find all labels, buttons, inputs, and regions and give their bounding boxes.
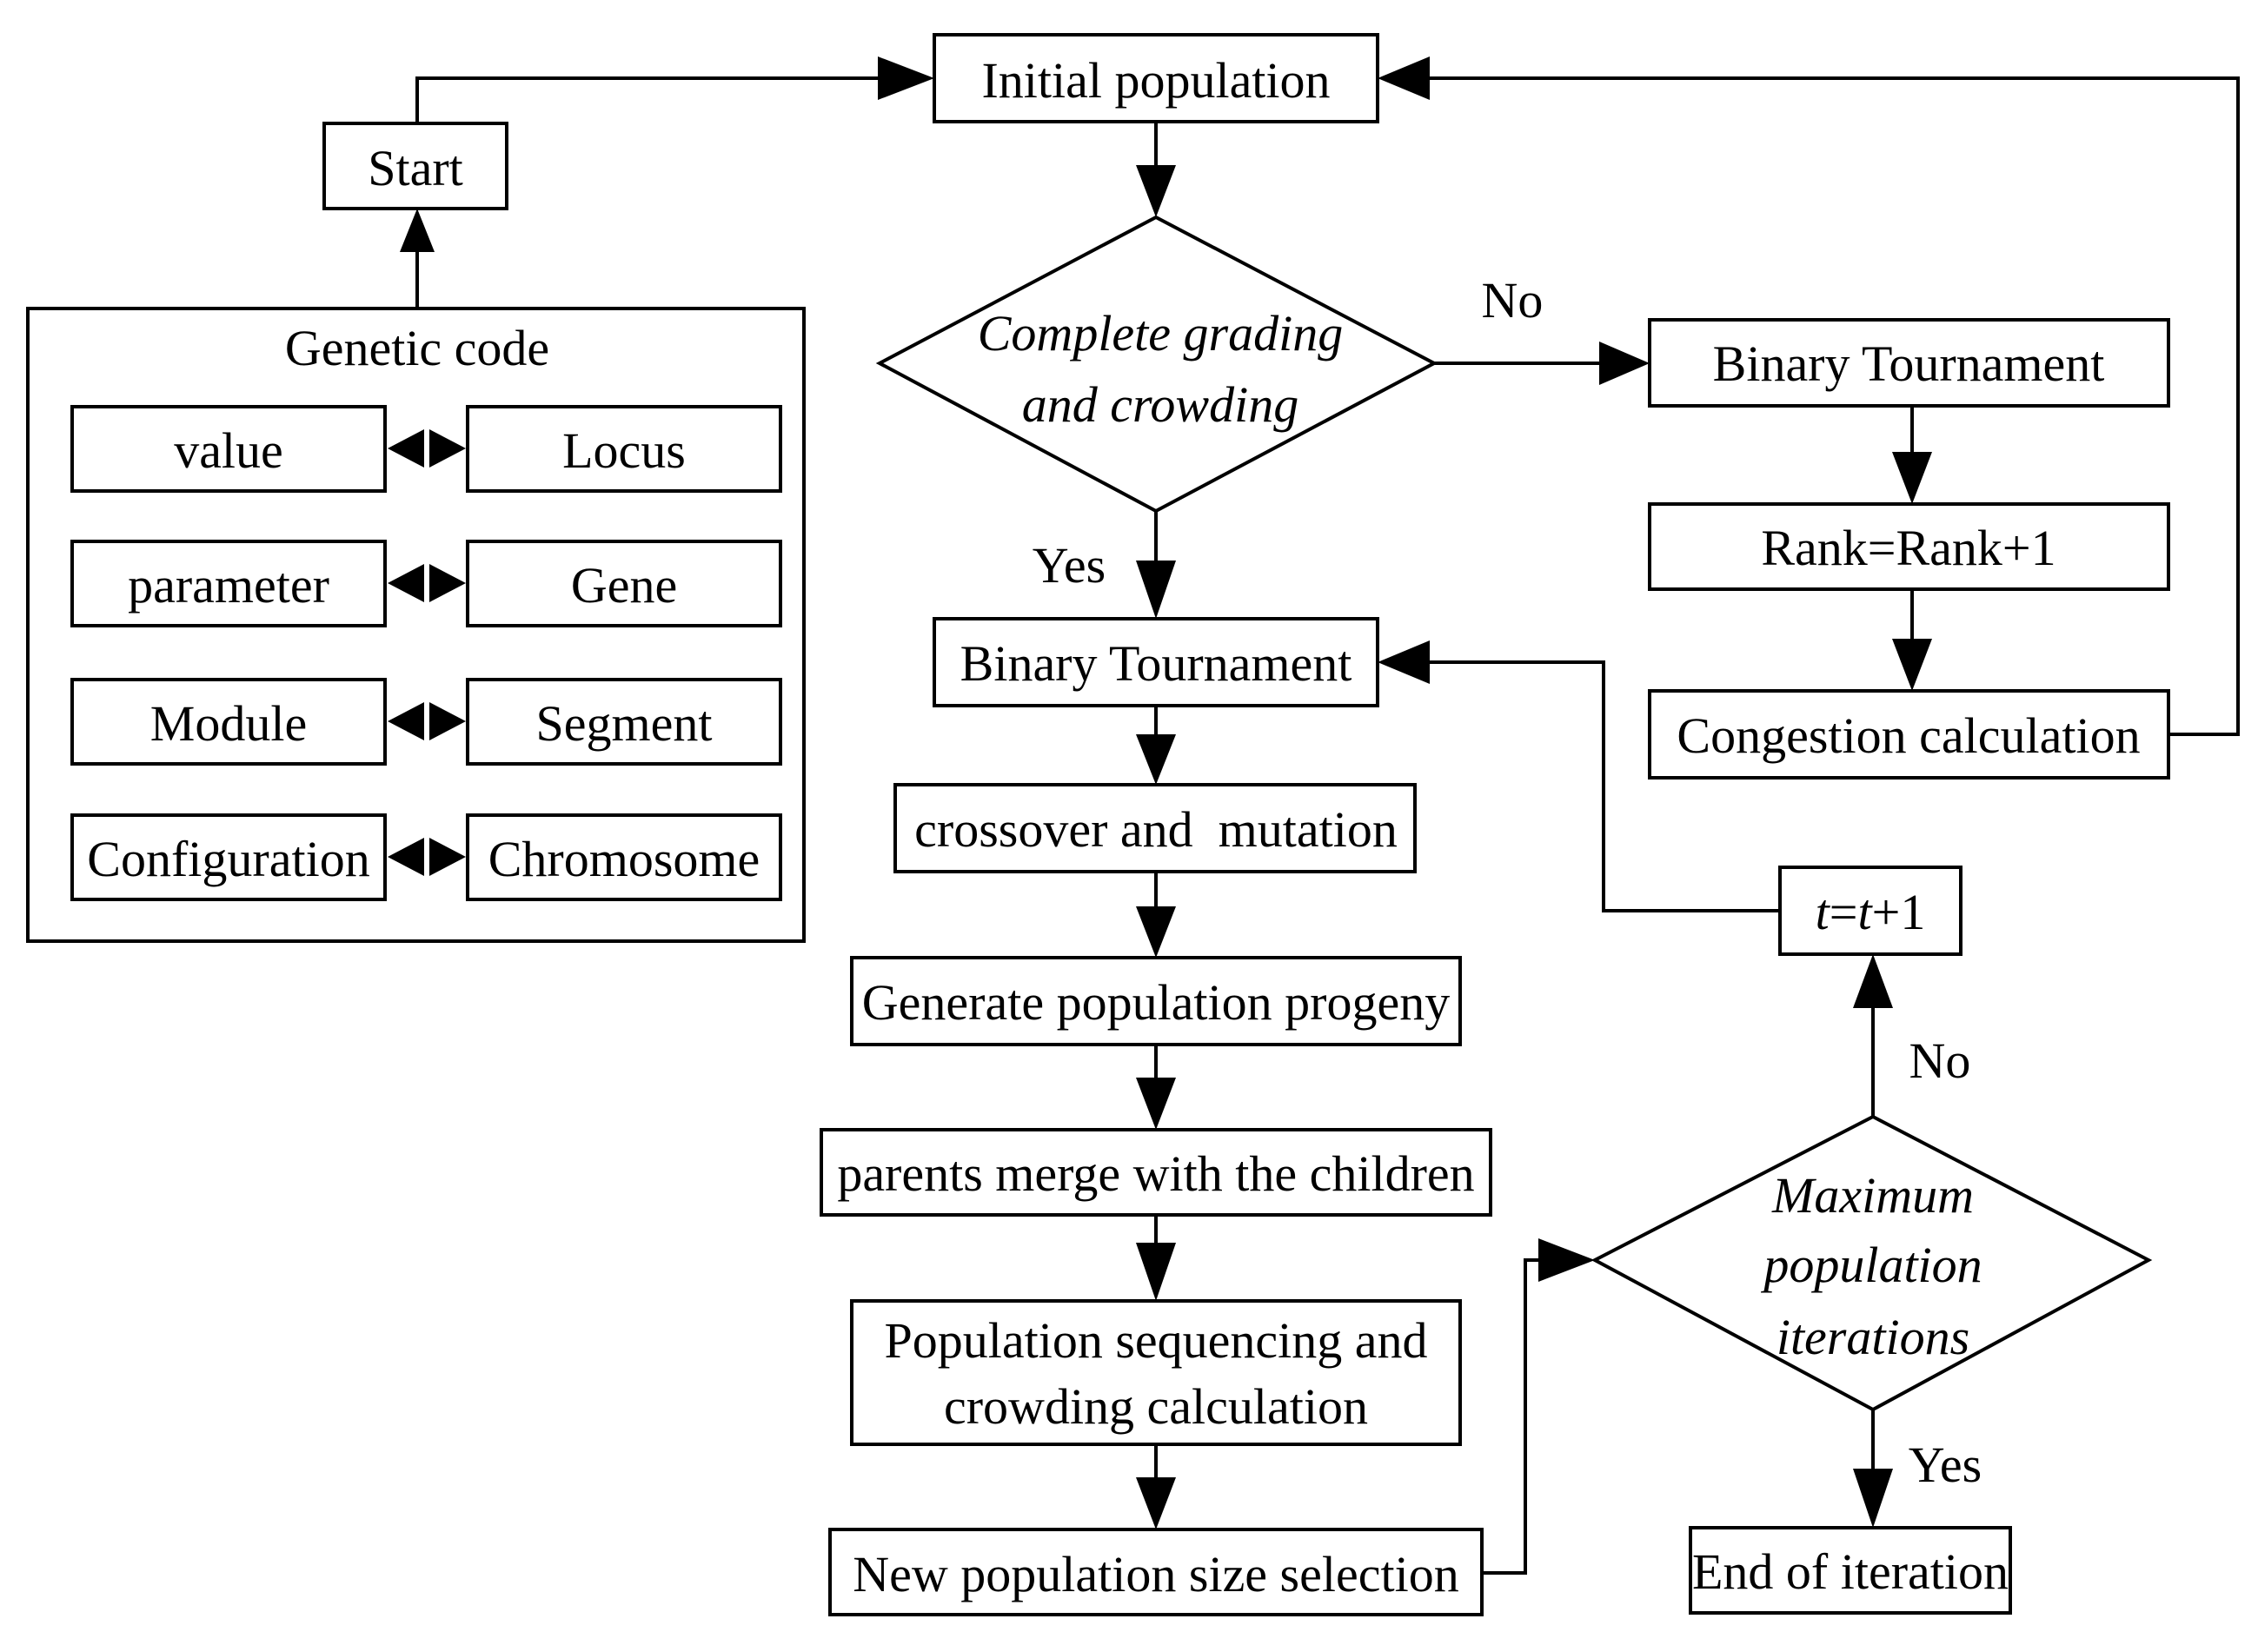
initial-population-label: Initial population	[981, 52, 1330, 109]
chromosome-box	[466, 813, 782, 901]
chromosome-label: Chromosome	[488, 831, 760, 887]
merge-label: parents merge with the children	[837, 1145, 1474, 1202]
decision-max-no-label: No	[1909, 1032, 1971, 1089]
configuration-label: Configuration	[87, 831, 369, 887]
t-increment-label: t=t+1	[1816, 884, 1926, 940]
sequencing-line1: Population sequencing and	[884, 1312, 1427, 1369]
double-arrow-3	[388, 702, 466, 740]
module-box	[70, 678, 387, 766]
genetic-code-title: Genetic code	[285, 320, 549, 376]
generate-progeny-label: Generate population progeny	[862, 974, 1450, 1031]
arrow-down-to-bt	[1136, 561, 1176, 619]
value-label: value	[174, 422, 283, 479]
arrow-down-to-decision	[1136, 165, 1176, 217]
t-eq: =	[1830, 884, 1858, 940]
start-box	[322, 122, 508, 210]
arrow-up-to-start	[400, 209, 435, 252]
arrow-down-to-cong	[1892, 639, 1932, 691]
connectors	[415, 76, 2240, 1575]
decision-max-line2: population	[1760, 1237, 1982, 1293]
gene-box	[466, 540, 782, 627]
edge-cong-to-initial	[1430, 76, 2240, 736]
t-var-1: t	[1816, 884, 1831, 940]
binary-tournament-right-box	[1648, 318, 2170, 408]
segment-label: Segment	[536, 695, 713, 752]
edge-new-to-max	[1482, 1258, 1538, 1575]
rank-box	[1648, 502, 2170, 591]
binary-tournament-main-label: Binary Tournament	[960, 635, 1352, 692]
arrow-left-to-bt	[1378, 640, 1430, 684]
locus-label: Locus	[562, 422, 686, 479]
arrow-down-to-rank	[1892, 452, 1932, 504]
decision-max-yes-label: Yes	[1909, 1436, 1982, 1493]
t-increment-box	[1778, 866, 1962, 956]
binary-tournament-right-label: Binary Tournament	[1713, 335, 2105, 392]
configuration-box	[70, 813, 387, 901]
arrowheads	[400, 56, 1932, 1529]
genetic-code-panel: Genetic code value Locus parameter Gene …	[26, 307, 806, 943]
t-plus: +1	[1872, 884, 1926, 940]
parameter-box	[70, 540, 387, 627]
decision-grading-yes-label: Yes	[1033, 537, 1106, 594]
edge-start-to-initial	[415, 76, 878, 123]
decision-grading-diamond	[875, 215, 1438, 514]
edge-t-to-bt	[1430, 660, 1780, 912]
sequencing-box	[850, 1299, 1462, 1446]
end-box	[1689, 1526, 2012, 1615]
new-population-box	[828, 1528, 1484, 1616]
arrow-left-to-initial	[1378, 56, 1430, 100]
arrow-down-to-new	[1136, 1477, 1176, 1529]
value-box	[70, 405, 387, 493]
crossover-mutation-box	[893, 783, 1417, 873]
end-label: End of iteration	[1692, 1543, 2009, 1600]
gene-label: Gene	[571, 557, 677, 614]
start-label: Start	[368, 140, 463, 196]
crossover-mutation-label: crossover and mutation	[914, 801, 1398, 858]
new-population-label: New population size selection	[853, 1546, 1458, 1602]
module-label: Module	[150, 695, 307, 752]
arrow-down-to-sequencing	[1136, 1243, 1176, 1301]
decision-grading-no-label: No	[1482, 272, 1544, 328]
double-arrow-4	[388, 838, 466, 876]
t-var-2: t	[1858, 884, 1874, 940]
initial-population-box	[933, 33, 1379, 123]
decision-max-line1: Maximum	[1771, 1167, 1974, 1224]
decision-grading-line1: Complete grading	[978, 305, 1343, 362]
segment-box	[466, 678, 782, 766]
arrow-down-to-crossover	[1136, 734, 1176, 785]
arrow-down-to-end	[1853, 1469, 1893, 1528]
arrow-down-to-merge	[1136, 1078, 1176, 1130]
binary-tournament-main-box	[933, 617, 1379, 707]
parameter-label: parameter	[128, 557, 329, 614]
arrow-right-to-max	[1538, 1238, 1595, 1282]
decision-max-diamond	[1591, 1114, 2153, 1412]
arrow-down-to-progeny	[1136, 906, 1176, 958]
locus-box	[466, 405, 782, 493]
double-arrow-1	[388, 429, 466, 468]
decision-grading-line2: and crowding	[1022, 376, 1298, 433]
arrow-right-to-initial	[878, 56, 934, 100]
generate-progeny-box	[850, 956, 1462, 1046]
arrow-up-to-t	[1853, 954, 1893, 1008]
congestion-box	[1648, 689, 2170, 780]
double-arrow-2	[388, 564, 466, 602]
arrow-right-to-rbt	[1599, 342, 1650, 385]
rank-label: Rank=Rank+1	[1761, 520, 2055, 576]
decision-max-line3: iterations	[1777, 1309, 1969, 1365]
congestion-label: Congestion calculation	[1677, 707, 2140, 764]
sequencing-line2: crowding calculation	[944, 1378, 1368, 1435]
merge-box	[820, 1128, 1492, 1217]
